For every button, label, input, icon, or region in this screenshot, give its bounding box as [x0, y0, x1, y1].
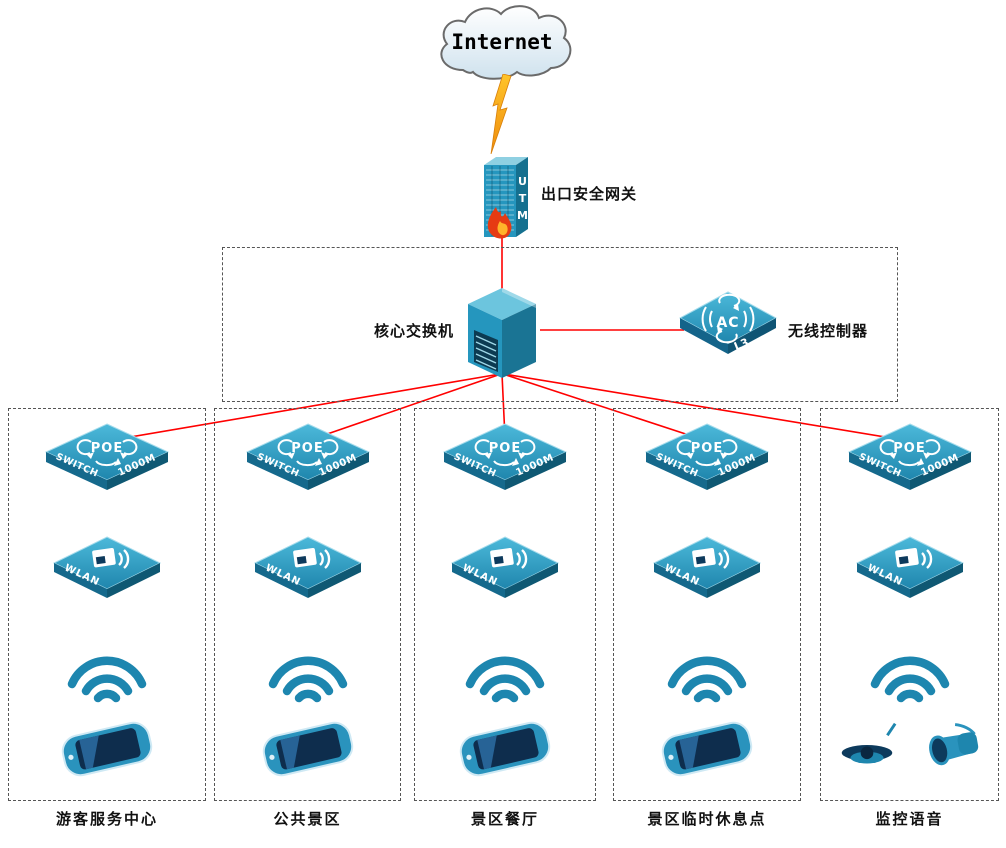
wlan-ap-icon: WLAN [854, 534, 966, 606]
poe-label: POE [893, 441, 926, 456]
internet-cloud: Internet [427, 2, 577, 86]
zone-3: POE SWITCH 1000M [414, 408, 596, 840]
wlan-ap-icon: WLAN [252, 534, 364, 606]
zone-label: 游客服务中心 [55, 810, 158, 828]
lightning-bolt-icon [489, 73, 513, 155]
poe-label: POE [488, 441, 522, 456]
ac-device-label: AC [716, 315, 740, 331]
wlan-ap-icon: WLAN [449, 534, 561, 606]
zone-label: 监控语音 [875, 810, 944, 828]
zone-2: POE SWITCH 1000M [214, 408, 401, 840]
zone-label: 景区餐厅 [470, 810, 539, 828]
utm-device-label: UTM [516, 175, 529, 226]
zone-4: POE SWITCH 1000M [613, 408, 801, 840]
zone-label: 公共景区 [273, 810, 342, 828]
smartphone-icon [447, 716, 563, 782]
wireless-controller-icon: AC L3 [676, 288, 780, 368]
core-switch-label: 核心交换机 [373, 322, 454, 340]
poe-switch-icon: POE SWITCH 1000M [846, 422, 974, 500]
wifi-signal-icon [865, 648, 955, 706]
zone-1: POE SWITCH 1000M [8, 408, 206, 840]
poe-switch-icon: POE SWITCH 1000M [244, 422, 372, 500]
wifi-signal-icon [662, 648, 752, 706]
utm-gateway-icon: UTM [476, 151, 534, 243]
dome-camera-icon [834, 714, 900, 780]
wireless-controller-label: 无线控制器 [788, 322, 869, 340]
wifi-signal-icon [460, 648, 550, 706]
smartphone-icon [49, 716, 165, 782]
wifi-signal-icon [263, 648, 353, 706]
smartphone-icon [250, 716, 366, 782]
zone-label: 景区临时休息点 [647, 810, 767, 828]
zone-dashed-border [820, 408, 999, 801]
wlan-ap-icon: WLAN [51, 534, 163, 606]
poe-label: POE [690, 441, 724, 456]
cloud-icon [440, 5, 572, 80]
zone-5: POE SWITCH 1000M [820, 408, 999, 840]
poe-switch-icon: POE SWITCH 1000M [441, 422, 569, 500]
smartphone-icon [649, 716, 765, 782]
poe-switch-icon: POE SWITCH 1000M [43, 422, 171, 500]
wifi-signal-icon [62, 648, 152, 706]
gateway-label: 出口安全网关 [541, 185, 638, 203]
core-switch-icon [462, 282, 542, 382]
internet-label: Internet [451, 30, 553, 54]
poe-label: POE [90, 441, 124, 456]
poe-switch-icon: POE SWITCH 1000M [643, 422, 771, 500]
poe-label: POE [291, 441, 324, 456]
horn-speaker-icon [924, 714, 988, 778]
wlan-ap-icon: WLAN [651, 534, 763, 606]
